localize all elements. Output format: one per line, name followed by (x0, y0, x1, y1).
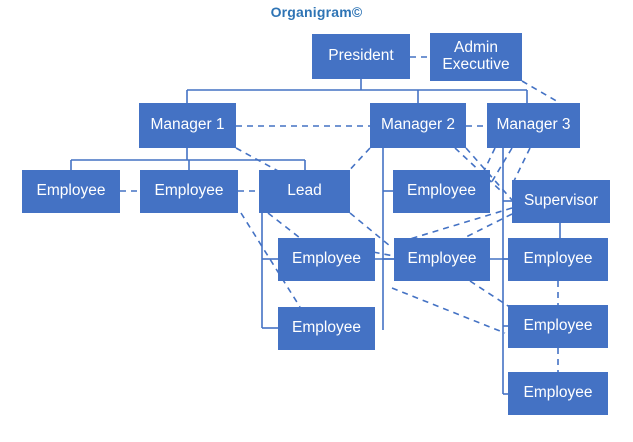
node-manager-3[interactable]: Manager 3 (487, 103, 580, 148)
node-admin-executive[interactable]: Admin Executive (430, 33, 522, 81)
edge-long-diag-right2 (391, 287, 506, 334)
node-lead[interactable]: Lead (259, 170, 350, 213)
node-employee-b[interactable]: Employee (140, 170, 238, 213)
node-employee-a[interactable]: Employee (22, 170, 120, 213)
node-employee-g[interactable]: Employee (278, 307, 375, 350)
node-employee-h[interactable]: Employee (508, 305, 608, 348)
node-manager-2[interactable]: Manager 2 (370, 103, 466, 148)
edge-lead-employee-d (267, 212, 301, 239)
edge-adminexec-manager3 (521, 80, 561, 104)
edge-supervisor-diag-left2 (399, 207, 513, 243)
node-employee-f[interactable]: Employee (508, 238, 608, 281)
node-employee-c[interactable]: Employee (393, 170, 490, 213)
node-employee-i[interactable]: Employee (508, 372, 608, 415)
node-president[interactable]: President (312, 34, 410, 79)
node-employee-d[interactable]: Employee (278, 238, 375, 281)
node-manager-1[interactable]: Manager 1 (139, 103, 236, 148)
page-title: Organigram© (270, 4, 363, 20)
node-employee-e[interactable]: Employee (394, 238, 490, 281)
node-supervisor[interactable]: Supervisor (512, 180, 610, 223)
